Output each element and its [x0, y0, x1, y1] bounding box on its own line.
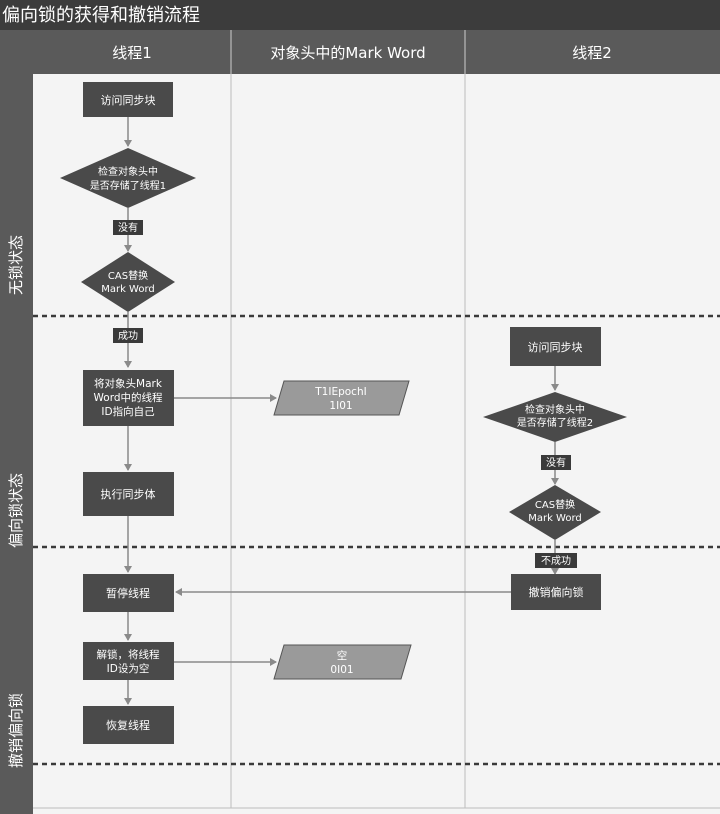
- column-header-thread1: 线程1: [112, 44, 152, 62]
- node-t1-cas: CAS替换 Mark Word: [81, 252, 175, 312]
- title-bar: [0, 0, 720, 30]
- svg-text:空: 空: [337, 649, 348, 662]
- node-markword-empty: 空 0I01: [273, 644, 412, 680]
- svg-text:CAS替换: CAS替换: [108, 269, 148, 282]
- node-t1-exec-sync: 执行同步体: [83, 472, 174, 516]
- svg-text:撤销偏向锁: 撤销偏向锁: [529, 585, 584, 599]
- node-t2-access-sync: 访问同步块: [510, 327, 601, 366]
- node-t1-resume: 恢复线程: [83, 706, 174, 744]
- svg-text:Mark Word: Mark Word: [101, 284, 155, 295]
- column-header-markword: 对象头中的Mark Word: [270, 44, 425, 62]
- svg-text:解锁，将线程: 解锁，将线程: [97, 648, 160, 661]
- edge-label-t2-none: 没有: [541, 455, 571, 470]
- svg-text:是否存储了线程1: 是否存储了线程1: [90, 179, 166, 192]
- svg-text:ID指向自己: ID指向自己: [101, 405, 155, 418]
- svg-text:没有: 没有: [546, 456, 566, 469]
- phase-label-unlocked: 无锁状态: [7, 235, 25, 295]
- svg-text:检查对象头中: 检查对象头中: [98, 165, 158, 178]
- svg-text:成功: 成功: [118, 330, 138, 342]
- svg-text:Word中的线程: Word中的线程: [94, 391, 163, 404]
- svg-text:访问同步块: 访问同步块: [528, 341, 583, 354]
- svg-text:是否存储了线程2: 是否存储了线程2: [517, 416, 593, 429]
- node-t2-cas: CAS替换 Mark Word: [509, 485, 601, 540]
- edge-label-t1-none: 没有: [113, 220, 143, 235]
- svg-text:不成功: 不成功: [541, 555, 571, 567]
- svg-text:检查对象头中: 检查对象头中: [525, 403, 585, 416]
- node-t1-pause: 暂停线程: [83, 574, 174, 612]
- node-markword-biased: T1IEpochI 1I01: [273, 380, 410, 416]
- node-t1-check-header: 检查对象头中 是否存储了线程1: [60, 148, 196, 208]
- node-t1-point-self: 将对象头Mark Word中的线程 ID指向自己: [83, 370, 174, 426]
- column-header-band: [33, 30, 720, 74]
- phase-label-biased: 偏向锁状态: [7, 473, 25, 548]
- svg-text:访问同步块: 访问同步块: [101, 94, 156, 107]
- node-t1-unlock: 解锁，将线程 ID设为空: [83, 642, 174, 680]
- svg-text:0I01: 0I01: [330, 664, 353, 676]
- svg-text:1I01: 1I01: [329, 400, 352, 412]
- svg-text:执行同步体: 执行同步体: [101, 487, 156, 501]
- diagram-title: 偏向锁的获得和撤销流程: [2, 5, 200, 26]
- svg-text:恢复线程: 恢复线程: [106, 718, 150, 732]
- edge-label-t1-success: 成功: [113, 328, 143, 343]
- svg-text:Mark Word: Mark Word: [528, 513, 582, 524]
- node-t1-access-sync: 访问同步块: [83, 82, 173, 117]
- phase-label-revoke: 撤销偏向锁: [7, 693, 25, 768]
- edge-label-t2-fail: 不成功: [535, 553, 577, 568]
- svg-text:ID设为空: ID设为空: [107, 662, 150, 675]
- svg-text:将对象头Mark: 将对象头Mark: [94, 377, 163, 390]
- svg-text:没有: 没有: [118, 221, 138, 234]
- node-t2-check-header: 检查对象头中 是否存储了线程2: [483, 392, 627, 442]
- phase-band: [0, 30, 33, 814]
- svg-text:T1IEpochI: T1IEpochI: [314, 386, 366, 398]
- node-t2-revoke: 撤销偏向锁: [511, 574, 601, 610]
- svg-text:暂停线程: 暂停线程: [106, 586, 150, 600]
- column-header-thread2: 线程2: [572, 44, 612, 62]
- svg-text:CAS替换: CAS替换: [535, 498, 575, 511]
